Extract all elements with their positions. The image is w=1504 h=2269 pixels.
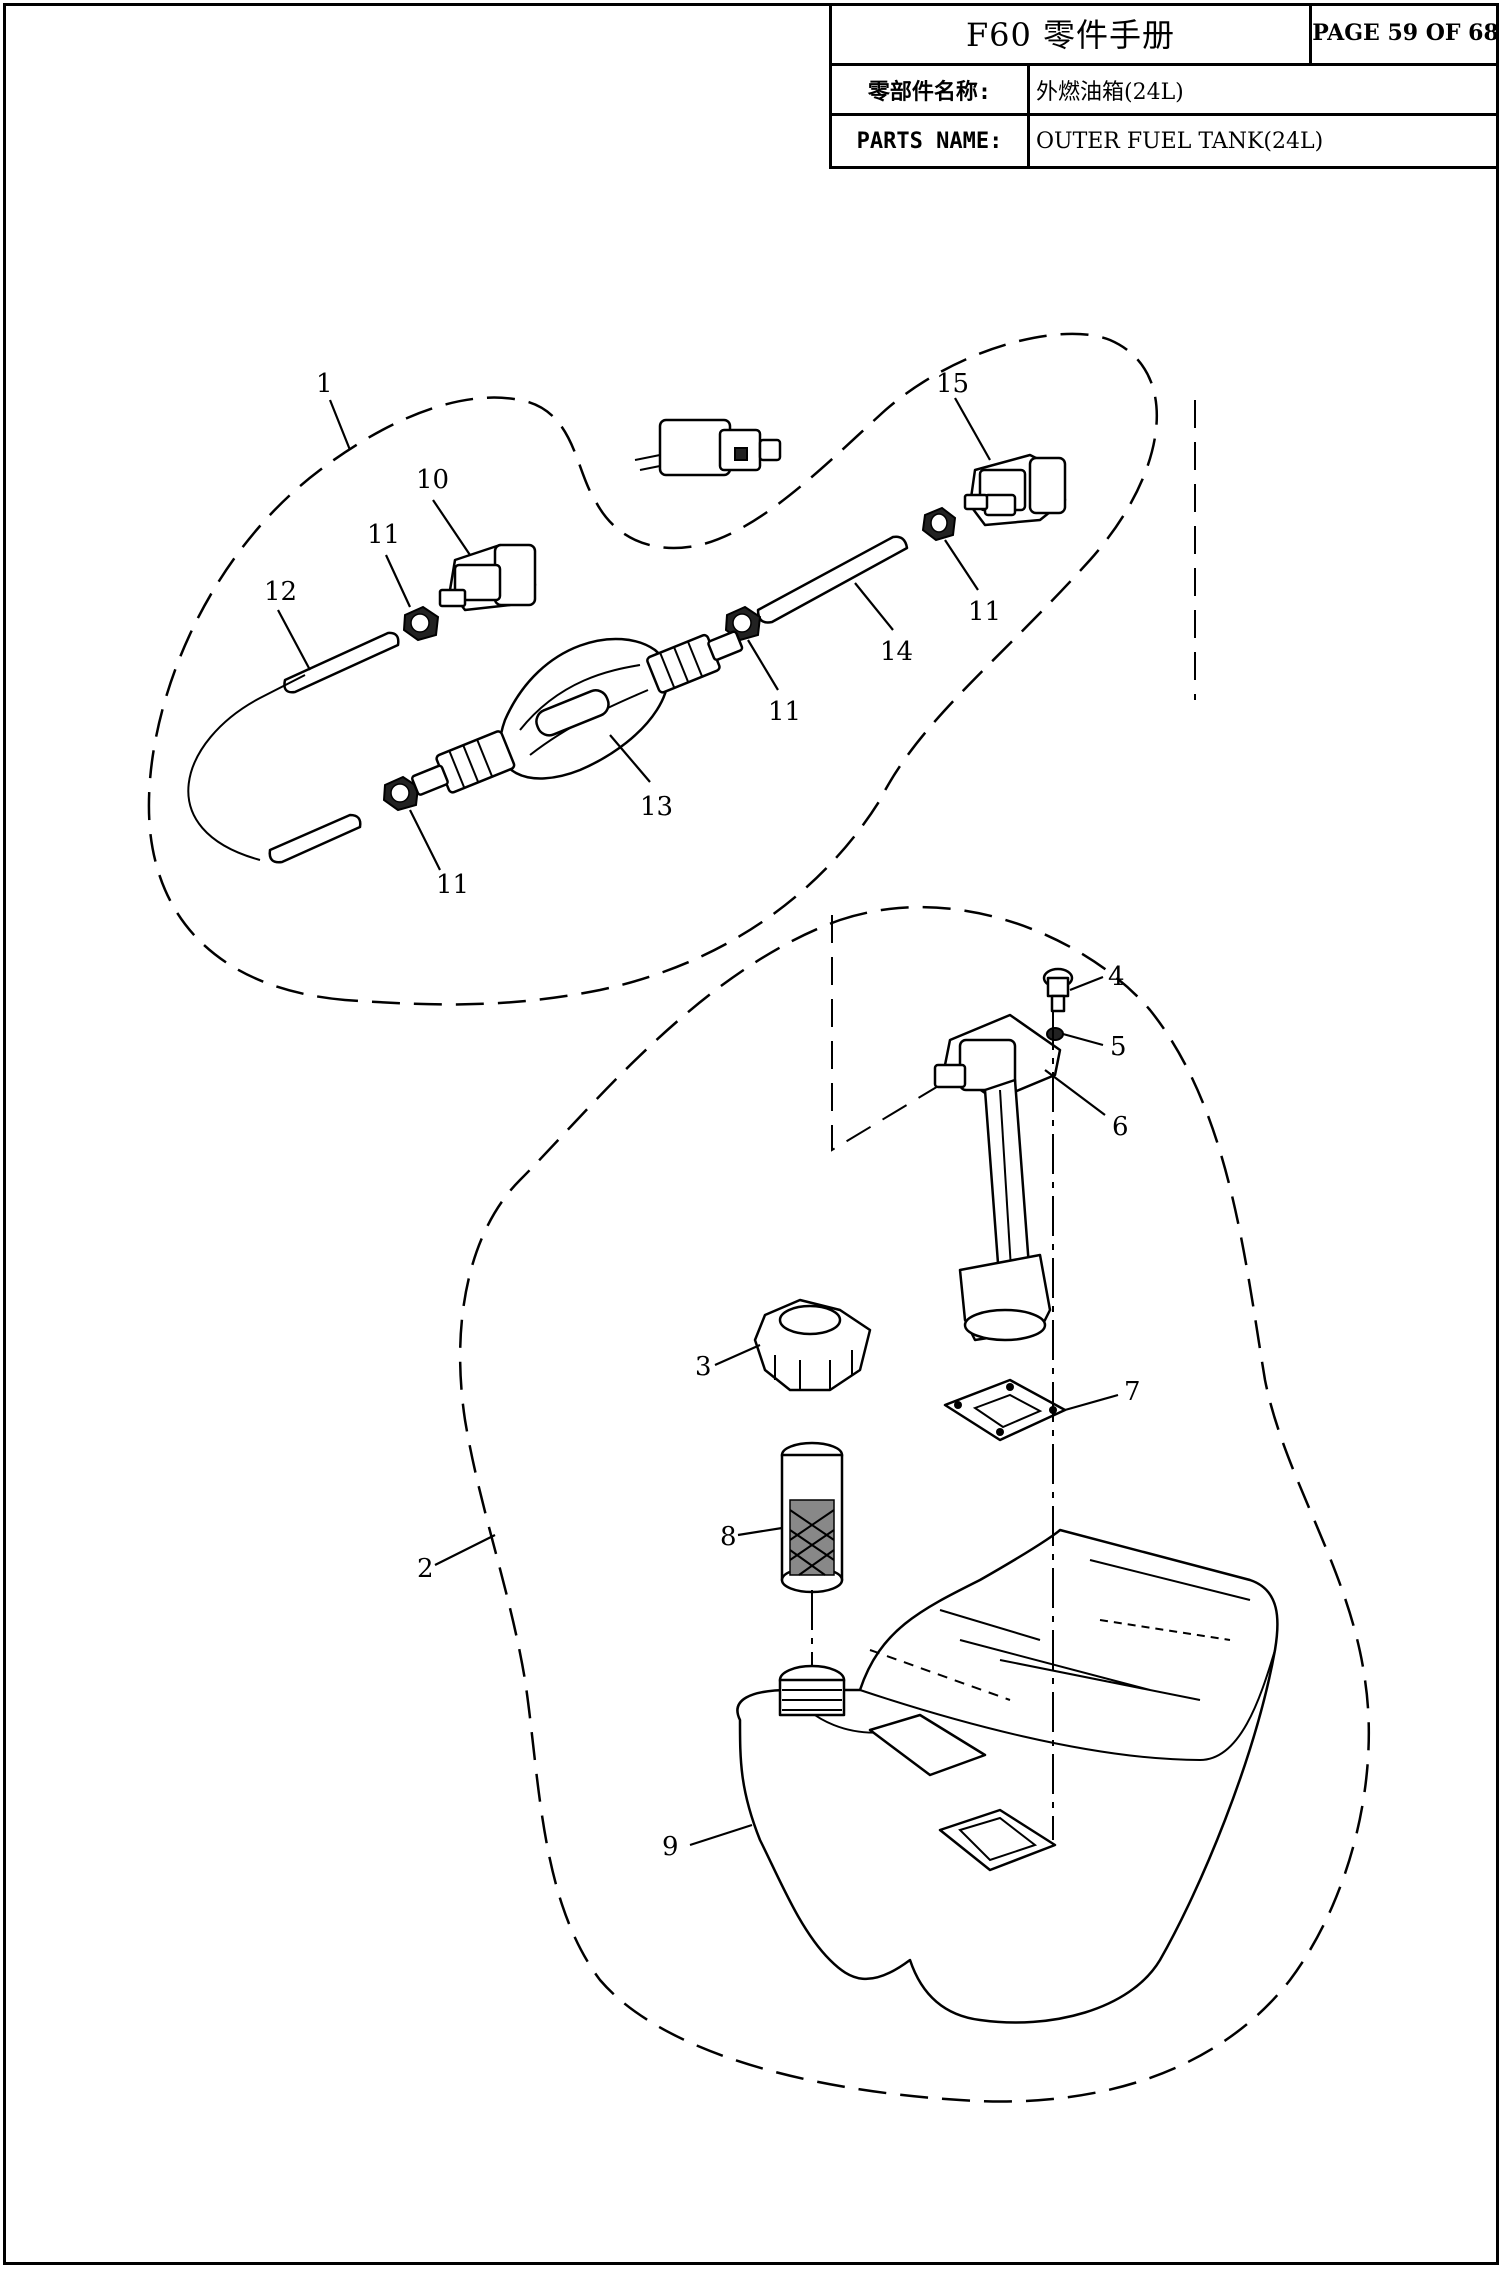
leader-9 — [689, 1823, 753, 1847]
title-row: F60 零件手册 PAGE 59 OF 68 — [832, 3, 1499, 66]
leader-11c — [747, 639, 779, 691]
callout-5: 5 — [1110, 1032, 1127, 1062]
callout-6: 6 — [1112, 1112, 1129, 1142]
part-5-washer — [1046, 1027, 1064, 1041]
leader-8 — [737, 1526, 783, 1537]
callout-11b: 11 — [436, 870, 469, 900]
leader-11a — [385, 554, 411, 608]
leader-4 — [1069, 975, 1104, 992]
parts-name-cn-label: 零部件名称: — [832, 66, 1030, 116]
callout-1: 1 — [316, 369, 333, 399]
leader-11d — [944, 539, 979, 591]
callout-15: 15 — [936, 369, 969, 399]
callout-14: 14 — [880, 637, 913, 667]
callout-9: 9 — [662, 1832, 679, 1862]
part-15-engine-side-connector — [963, 453, 1067, 527]
leader-3 — [714, 1343, 761, 1367]
leader-6 — [1044, 1069, 1106, 1116]
part-8-fuel-filter — [780, 1441, 844, 1594]
leader-7 — [1064, 1393, 1119, 1412]
callout-7: 7 — [1124, 1377, 1141, 1407]
leader-12 — [277, 609, 311, 671]
title-block: F60 零件手册 PAGE 59 OF 68 零部件名称: 外燃油箱(24L) … — [829, 3, 1499, 169]
parts-name-en-label: PARTS NAME: — [832, 116, 1030, 166]
part-11-nut-upper-left — [402, 605, 440, 642]
part-3-tank-cap — [753, 1298, 872, 1392]
page-border — [3, 3, 1499, 2265]
leader-14 — [854, 582, 894, 631]
part-6-fuel-gauge-unit — [933, 1013, 1062, 1342]
callout-12: 12 — [264, 577, 297, 607]
callout-11d: 11 — [968, 597, 1001, 627]
fuel-line-assembly-boundary — [147, 332, 1159, 1006]
leader-11b — [409, 809, 441, 871]
leader-1 — [328, 399, 352, 451]
leader-15 — [954, 397, 991, 461]
part-11-nut-top-right — [921, 506, 957, 542]
callout-13: 13 — [640, 792, 673, 822]
part-4-screw — [1042, 967, 1074, 1013]
leader-10 — [432, 499, 471, 556]
callout-2: 2 — [417, 1554, 434, 1584]
fuel-tank-assembly-boundary — [458, 906, 1371, 2103]
manual-title: F60 零件手册 — [965, 16, 1176, 54]
parts-name-en-value: OUTER FUEL TANK(24L) — [1036, 128, 1324, 154]
callout-11a: 11 — [367, 520, 400, 550]
part-9-fuel-tank — [736, 1528, 1279, 2024]
part-14-fuel-hose — [756, 535, 909, 624]
part-10-tank-side-connector — [438, 543, 537, 612]
callout-11c: 11 — [768, 697, 801, 727]
part-11-nut-lower-left — [382, 775, 420, 812]
part-12-fuel-hose-curved — [187, 631, 400, 864]
page-number: PAGE 59 OF 68 — [1309, 3, 1499, 63]
leader-13 — [609, 734, 651, 783]
part-7-gasket — [943, 1378, 1067, 1442]
callout-4: 4 — [1108, 962, 1125, 992]
leader-2 — [434, 1534, 496, 1566]
leader-5 — [1062, 1032, 1104, 1047]
callout-3: 3 — [695, 1352, 712, 1382]
part-13-primer-bulb — [411, 630, 744, 796]
parts-name-cn-value: 外燃油箱(24L) — [1030, 66, 1499, 116]
engine-connector-thumbnail — [634, 418, 782, 477]
callout-10: 10 — [416, 465, 449, 495]
callout-8: 8 — [720, 1522, 737, 1552]
assembly-connector-outline — [831, 915, 941, 1152]
